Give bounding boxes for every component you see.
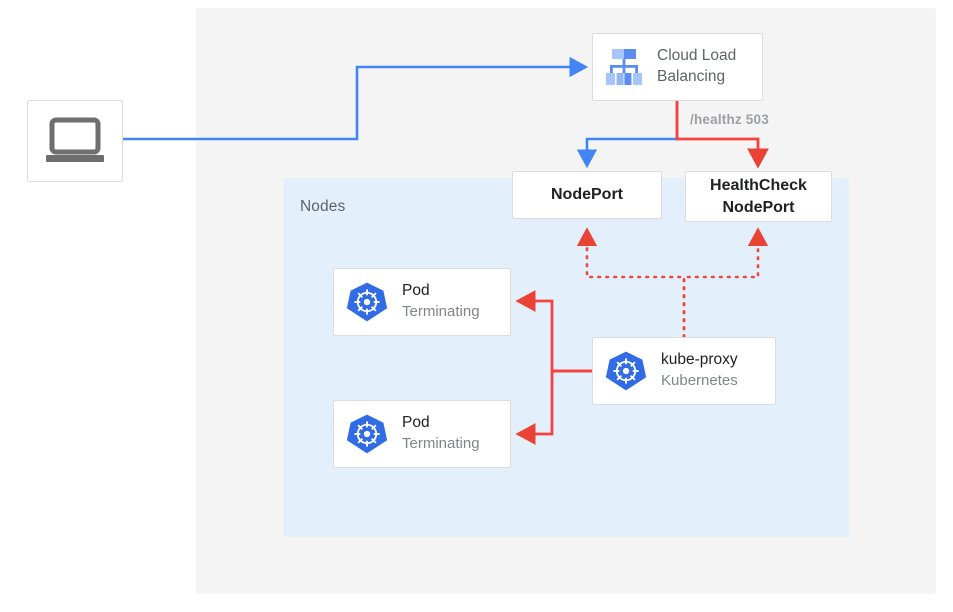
kubernetes-icon xyxy=(346,281,388,323)
nodes-region-label: Nodes xyxy=(300,198,346,215)
pod-1-title: Pod xyxy=(402,282,430,300)
pod-1-label-group: Pod Terminating xyxy=(402,281,480,322)
healthcheck-nodeport-box: HealthCheck NodePort xyxy=(685,171,832,222)
pod-2-title: Pod xyxy=(402,414,430,432)
nodeport-box: NodePort xyxy=(512,171,662,219)
kube-proxy-label-group: kube-proxy Kubernetes xyxy=(661,350,738,391)
healthcheck-nodeport-label-line1: HealthCheck xyxy=(710,176,807,194)
healthcheck-nodeport-label-group: HealthCheck NodePort xyxy=(710,175,807,218)
kube-proxy-title: kube-proxy xyxy=(661,351,738,369)
cloud-load-balancing-box: Cloud Load Balancing xyxy=(592,33,763,101)
pod-1-status: Terminating xyxy=(402,303,480,321)
client-device-box xyxy=(27,100,123,182)
kubernetes-icon xyxy=(605,350,647,392)
kube-proxy-subtitle: Kubernetes xyxy=(661,372,738,390)
cloud-load-balancing-title-line1: Cloud Load xyxy=(657,47,737,65)
healthcheck-nodeport-label-line2: NodePort xyxy=(722,198,795,216)
laptop-icon xyxy=(44,117,106,165)
pod-2-label-group: Pod Terminating xyxy=(402,413,480,454)
pod-box-1: Pod Terminating xyxy=(333,268,511,336)
nodeport-label: NodePort xyxy=(551,186,623,204)
cloud-load-balancing-icon xyxy=(603,46,645,88)
healthz-status-label: /healthz 503 xyxy=(690,112,769,127)
kubernetes-icon xyxy=(346,413,388,455)
pod-box-2: Pod Terminating xyxy=(333,400,511,468)
pod-2-status: Terminating xyxy=(402,435,480,453)
cloud-load-balancing-title-line2: Balancing xyxy=(657,68,726,85)
cloud-load-balancing-label-group: Cloud Load Balancing xyxy=(657,46,736,88)
kube-proxy-box: kube-proxy Kubernetes xyxy=(592,337,776,405)
